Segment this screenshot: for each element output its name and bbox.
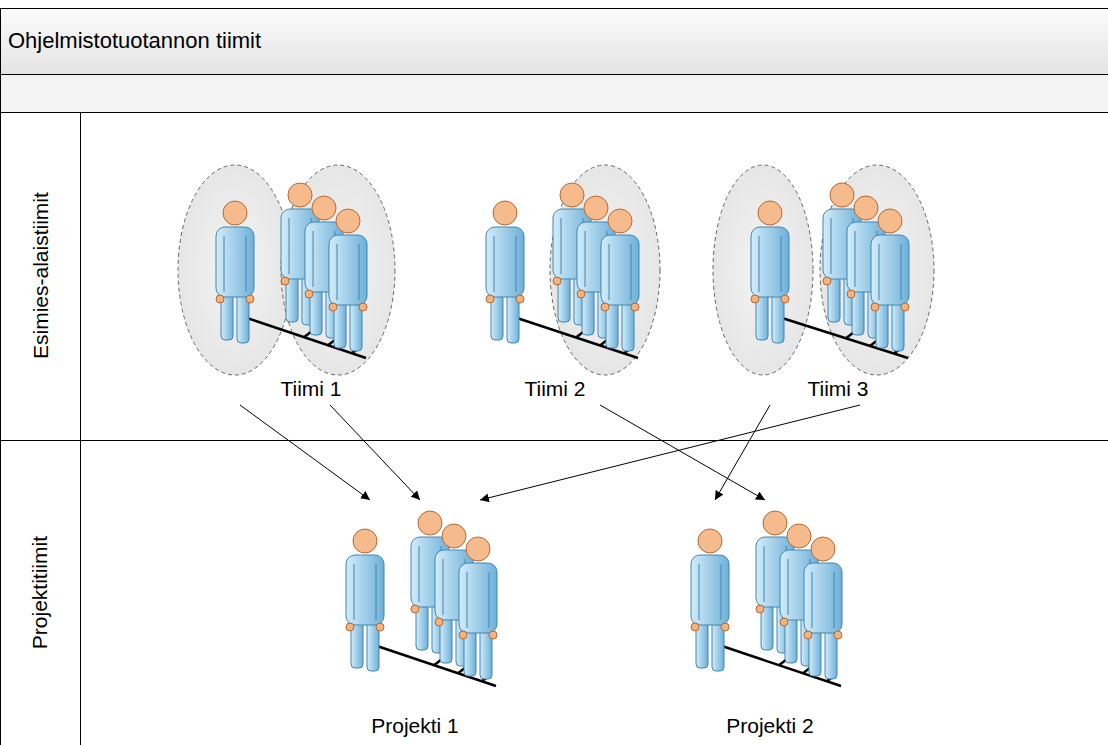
team-figures	[346, 511, 497, 686]
team-group: Tiimi 2	[480, 160, 665, 405]
group-label: Tiimi 2	[524, 376, 585, 401]
person-figure	[216, 201, 254, 343]
person-figure	[804, 537, 842, 679]
team-group: Projekti 2	[680, 500, 865, 742]
team-figures	[178, 165, 395, 375]
person-figure	[751, 201, 789, 343]
swimlane: ProjektitiimitProjekti 1 Projekti 2	[0, 440, 1108, 745]
swimlane: Esimies-alaistiimitTiimi 1 Tiimi 2 Tiimi 3	[0, 112, 1108, 440]
lane-area	[1, 113, 1108, 745]
person-figure	[346, 529, 384, 671]
people-illustration	[178, 165, 934, 686]
group-ellipse	[178, 165, 292, 375]
team-group: Tiimi 1	[175, 160, 400, 405]
person-figure	[871, 209, 909, 351]
lane-divider	[0, 440, 1108, 441]
person-figure	[601, 209, 639, 351]
group-ellipse	[820, 165, 934, 375]
assignment-arrow	[715, 405, 770, 500]
team-figures	[691, 511, 842, 686]
diagram-title: Ohjelmistotuotannon tiimit	[8, 28, 261, 54]
assignment-arrow	[480, 405, 860, 500]
lane-header-divider	[80, 112, 81, 745]
person-figure	[486, 201, 524, 343]
team-figures	[713, 165, 934, 375]
group-label: Tiimi 3	[807, 376, 868, 401]
group-ellipse	[713, 165, 813, 375]
assignment-arrow	[600, 405, 765, 500]
group-ellipse	[281, 165, 395, 375]
person-figure	[459, 537, 497, 679]
person-figure	[329, 209, 367, 351]
title-bar: Ohjelmistotuotannon tiimit	[0, 8, 1108, 75]
group-ellipse	[550, 165, 660, 375]
team-group: Projekti 1	[330, 500, 515, 742]
team-group: Tiimi 3	[705, 160, 940, 405]
group-label: Projekti 1	[371, 713, 459, 738]
person-figure	[691, 529, 729, 671]
assignment-arrow	[330, 405, 420, 500]
lane-label: Esimies-alaistiimit	[27, 193, 52, 360]
header-bar	[1, 75, 1108, 113]
group-label: Tiimi 1	[280, 376, 341, 401]
group-label: Projekti 2	[726, 713, 814, 738]
title-bar	[1, 9, 1108, 75]
team-figures	[486, 165, 660, 375]
lane-label: Projektitiimit	[27, 536, 52, 649]
assignment-arrow	[240, 405, 370, 500]
